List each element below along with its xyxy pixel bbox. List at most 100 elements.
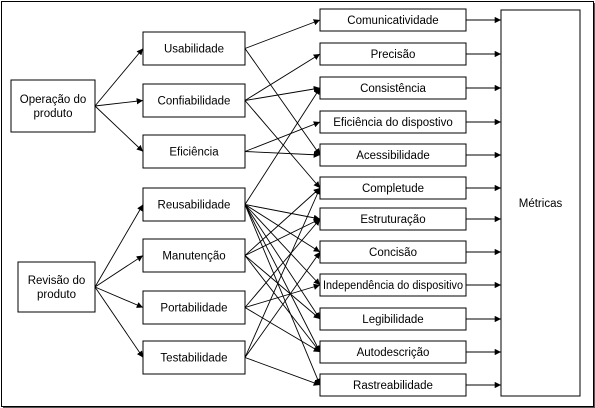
edge-s1-to-efic [94, 105, 144, 152]
factor-box [142, 31, 246, 66]
criterion-rastreabilidade: Rastreabilidade [319, 373, 467, 397]
factor-label: Portabilidade [160, 303, 227, 315]
factor-box [142, 134, 246, 169]
criterion-independencia-do-dispositivo: Independência do dispositivo [319, 273, 467, 297]
criterion-label: Legibilidade [362, 314, 423, 326]
edge-reus-to-c11 [244, 204, 321, 353]
edge-s1-to-usab [94, 48, 144, 107]
criterion-box [319, 176, 467, 200]
edge-port-to-c11 [244, 307, 321, 353]
criterion-label: Concisão [369, 247, 417, 259]
edge-port-to-c7 [244, 218, 321, 308]
factor-label: Reusabilidade [158, 200, 231, 212]
criterion-box [319, 8, 467, 32]
criterion-box [319, 273, 467, 297]
edge-s2-to-port [94, 286, 144, 308]
criterion-label: Completude [362, 183, 424, 195]
edge-test-to-c12 [244, 357, 321, 386]
edge-conf-to-c6 [244, 100, 321, 189]
factor-eficiencia: Eficiência [142, 134, 246, 169]
criterion-legibilidade: Legibilidade [319, 307, 467, 331]
edge-s2-to-reus [94, 204, 144, 288]
criterion-label: Rastreabilidade [353, 380, 433, 392]
criterion-concisao: Concisão [319, 240, 467, 264]
edge-conf-to-c3 [244, 85, 321, 101]
criterion-box [319, 207, 467, 231]
criterion-eficiencia-do-dispostivo: Eficiência do dispostivo [319, 110, 467, 134]
criterion-precisao: Precisão [319, 42, 467, 66]
edge-manu-to-c7 [244, 218, 321, 256]
criterion-label: Eficiência do dispostivo [333, 117, 453, 129]
factor-label: Manutenção [162, 251, 225, 263]
criterion-label: Comunicatividade [347, 15, 438, 27]
source-label: Revisão do [28, 275, 86, 287]
criterion-box [319, 307, 467, 331]
edge-test-to-c6 [244, 187, 321, 358]
edge-manu-to-c6 [244, 187, 321, 256]
edge-reus-to-c12 [244, 204, 321, 386]
source-operacao-do-produto: Operação do produto [10, 79, 96, 133]
source-label: produto [37, 289, 76, 301]
edge-reus-to-c10 [244, 204, 321, 320]
edge-manu-to-c10 [244, 255, 321, 320]
factor-label: Eficiência [169, 147, 219, 159]
edge-s2-to-test [94, 286, 144, 358]
criterion-label: Consistência [360, 83, 426, 95]
criterion-completude: Completude [319, 176, 467, 200]
edge-s2-to-manu [94, 255, 144, 288]
criterion-box [319, 373, 467, 397]
factor-testabilidade: Testabilidade [142, 340, 246, 375]
source-box [17, 261, 96, 313]
criterion-box [319, 143, 467, 167]
edge-usab-to-c1 [244, 19, 321, 49]
target-box [500, 9, 581, 397]
factor-box [142, 83, 246, 118]
factor-label: Usabilidade [164, 44, 224, 56]
source-label: Operação do [20, 94, 87, 106]
factor-portabilidade: Portabilidade [142, 290, 246, 325]
source-label: produto [33, 108, 72, 120]
edge-s1-to-conf [94, 98, 144, 107]
factor-reusabilidade: Reusabilidade [142, 187, 246, 222]
edge-efic-to-c5 [244, 151, 321, 158]
edge-usab-to-c5 [244, 48, 321, 156]
target-label: Métricas [519, 198, 563, 210]
criterion-label: Estruturação [360, 214, 425, 226]
criterion-box [319, 110, 467, 134]
factor-box [142, 238, 246, 273]
factor-label: Confiabilidade [158, 96, 231, 108]
criterion-label: Acessibilidade [356, 150, 430, 162]
edge-reus-to-c8 [244, 204, 321, 253]
criterion-box [319, 76, 467, 100]
edges-layer [94, 16, 501, 389]
factor-label: Testabilidade [160, 353, 227, 365]
criterion-consistencia: Consistência [319, 76, 467, 100]
edge-manu-to-c11 [244, 255, 321, 353]
criterion-box [319, 240, 467, 264]
edge-reus-to-c9 [244, 204, 321, 286]
criterion-label: Autodescrição [357, 347, 430, 359]
factor-confiabilidade: Confiabilidade [142, 83, 246, 118]
source-box [10, 79, 96, 133]
factor-manutencao: Manutenção [142, 238, 246, 273]
edge-conf-to-c2 [244, 53, 321, 101]
factor-box [142, 340, 246, 375]
criterion-box [319, 340, 467, 364]
edge-reus-to-c3 [244, 87, 321, 205]
criterion-label: Independência do dispositivo [323, 280, 463, 292]
edge-port-to-c9 [244, 283, 321, 308]
criterion-acessibilidade: Acessibilidade [319, 143, 467, 167]
edge-test-to-c8 [244, 251, 321, 358]
criterion-estruturacao: Estruturação [319, 207, 467, 231]
criterion-autodescricao: Autodescrição [319, 340, 467, 364]
factor-box [142, 290, 246, 325]
source-revisao-do-produto: Revisão do produto [17, 261, 96, 313]
factor-usabilidade: Usabilidade [142, 31, 246, 66]
edge-efic-to-c4 [244, 121, 321, 152]
criterion-label: Precisão [371, 49, 416, 61]
factor-box [142, 187, 246, 222]
criterion-comunicatividade: Comunicatividade [319, 8, 467, 32]
